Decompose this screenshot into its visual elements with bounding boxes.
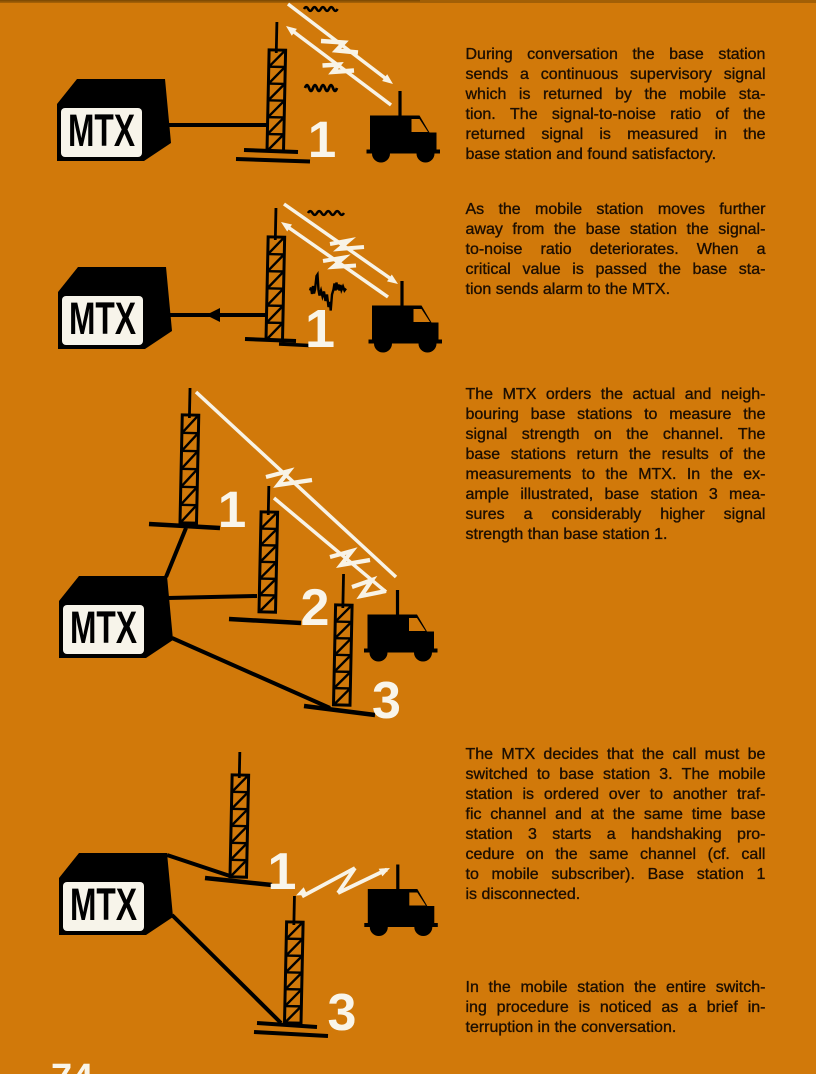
svg-text:1: 1 <box>308 111 336 168</box>
svg-text:3: 3 <box>328 984 357 1042</box>
svg-text:MTX: MTX <box>68 105 135 156</box>
svg-text:MTX: MTX <box>70 879 137 930</box>
svg-text:2: 2 <box>301 579 330 637</box>
svg-text:74: 74 <box>51 1057 93 1074</box>
svg-text:1: 1 <box>218 481 246 538</box>
svg-text:1: 1 <box>268 843 297 901</box>
svg-text:3: 3 <box>372 672 401 730</box>
svg-text:MTX: MTX <box>70 602 137 653</box>
svg-text:MTX: MTX <box>69 293 136 344</box>
